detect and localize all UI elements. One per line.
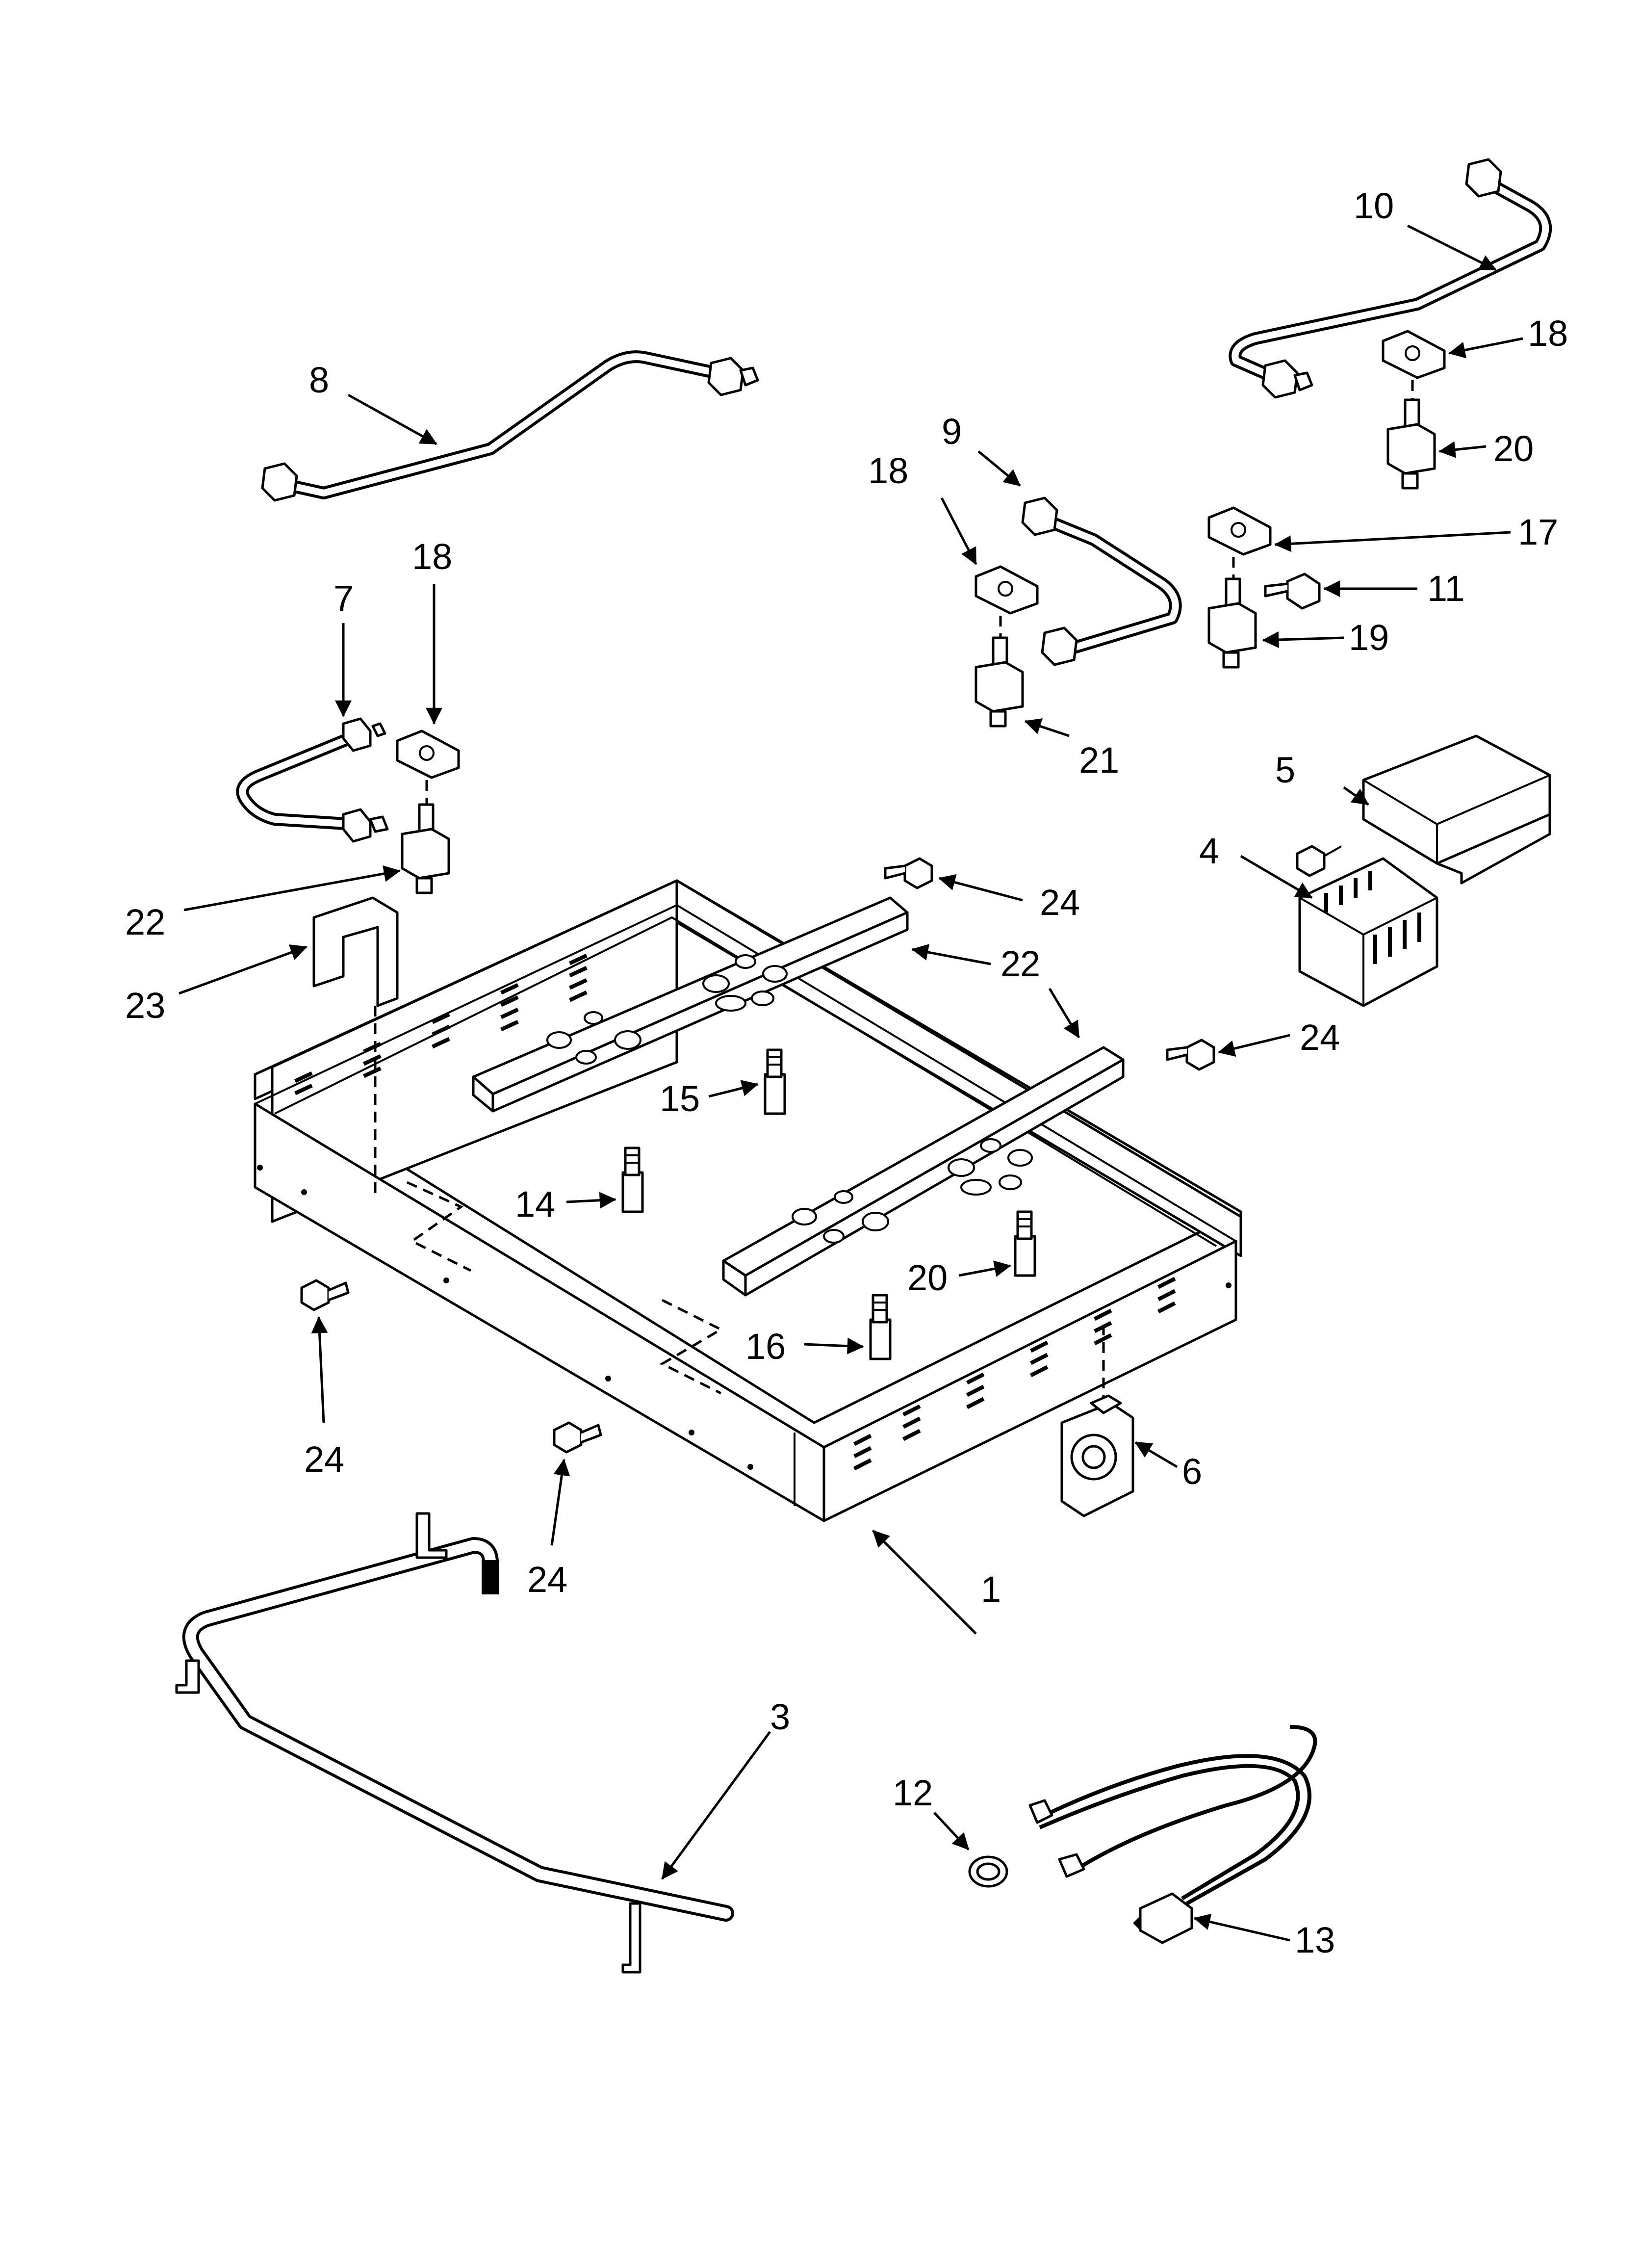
screw-part-24-top xyxy=(884,857,933,889)
callout-4: 4 xyxy=(1199,831,1219,871)
callout-23: 23 xyxy=(125,985,165,1026)
manifold-panel-left-part-2 xyxy=(472,896,909,1113)
valve-part-20-upper xyxy=(1386,398,1436,490)
callout-24c: 24 xyxy=(304,1439,344,1480)
callout-18c: 18 xyxy=(1528,313,1568,354)
callout-7: 7 xyxy=(334,578,354,619)
callout-20b: 20 xyxy=(907,1257,948,1298)
callout-24d: 24 xyxy=(527,1559,567,1600)
callout-11: 11 xyxy=(1427,568,1465,609)
callout-17: 17 xyxy=(1518,512,1558,552)
manifold-panel-right-part-2 xyxy=(722,1046,1125,1297)
callout-9: 9 xyxy=(942,411,962,452)
regulator-part-6 xyxy=(1060,1394,1134,1517)
manifold-pipe-part-3 xyxy=(175,1512,734,1974)
callout-12: 12 xyxy=(893,1773,933,1813)
callout-10: 10 xyxy=(1354,185,1394,226)
igniter-part-15 xyxy=(764,1048,786,1115)
callout-5: 5 xyxy=(1275,750,1295,790)
callout-2b: 2 xyxy=(1020,943,1040,984)
callout-6: 6 xyxy=(1182,1451,1202,1492)
bracket-part-17 xyxy=(1207,506,1272,579)
tube-part-7 xyxy=(236,717,389,843)
screw-part-11 xyxy=(1264,573,1321,610)
callout-16: 16 xyxy=(745,1326,786,1367)
igniter-part-14 xyxy=(621,1147,644,1213)
callout-18b: 18 xyxy=(868,450,908,491)
screw-part-24-bottom xyxy=(553,1421,602,1454)
callout-2a: 2 xyxy=(1001,943,1021,984)
bracket-part-23 xyxy=(312,896,399,1007)
callout-21: 21 xyxy=(1079,740,1119,781)
callout-15: 15 xyxy=(660,1078,700,1119)
tube-part-10 xyxy=(1229,158,1552,399)
cover-part-5 xyxy=(1362,734,1551,885)
callout-1: 1 xyxy=(981,1569,1001,1610)
callout-22: 22 xyxy=(125,902,165,942)
block-part-4 xyxy=(1298,857,1438,1007)
screw-part-24-left xyxy=(300,1279,350,1311)
callout-19: 19 xyxy=(1349,617,1389,658)
callout-13: 13 xyxy=(1295,1920,1335,1960)
bracket-part-18-mid xyxy=(975,565,1039,638)
valve-part-21 xyxy=(975,636,1024,728)
callout-14: 14 xyxy=(515,1184,555,1225)
tube-part-9 xyxy=(1021,496,1182,666)
bracket-part-18-left xyxy=(396,730,460,805)
power-cord-part-13 xyxy=(1028,1725,1317,1944)
callout-8: 8 xyxy=(309,360,329,400)
screw-part-24-right xyxy=(1166,1039,1215,1071)
bracket-part-18-right xyxy=(1382,330,1446,400)
leader-lines xyxy=(179,224,1523,1942)
callout-3: 3 xyxy=(770,1696,790,1737)
igniter-part-16 xyxy=(869,1294,892,1360)
callout-24b: 24 xyxy=(1300,1017,1340,1058)
callout-18a: 18 xyxy=(412,536,452,577)
callout-24a: 24 xyxy=(1040,882,1080,923)
tube-part-8 xyxy=(261,350,759,502)
screw-part-4 xyxy=(1296,845,1342,877)
callout-20a: 20 xyxy=(1493,428,1534,469)
igniter-part-20-lower xyxy=(1014,1210,1036,1277)
grommet-part-12 xyxy=(968,1855,1008,1888)
valve-part-22 xyxy=(401,803,450,894)
valve-part-19 xyxy=(1207,577,1257,669)
